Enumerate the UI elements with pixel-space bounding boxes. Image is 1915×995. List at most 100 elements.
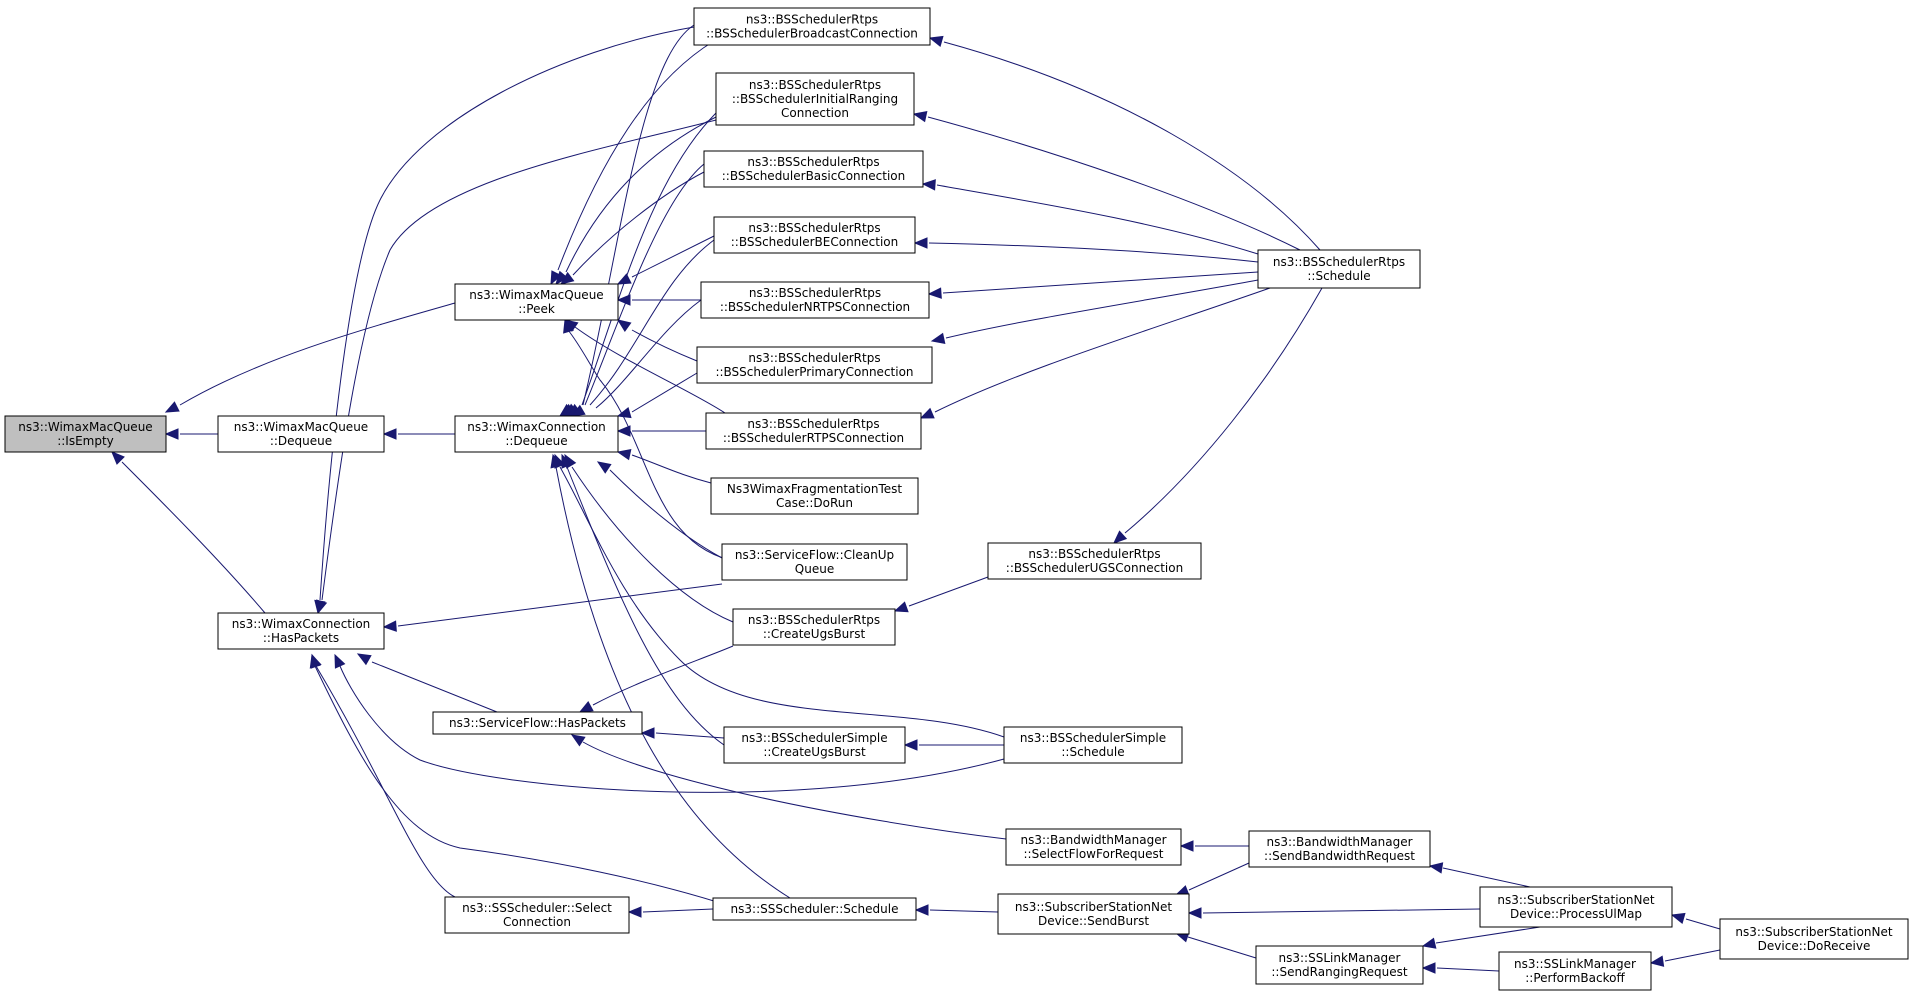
call-edge (584, 163, 705, 406)
arrowhead (382, 428, 397, 440)
node-bs-primary[interactable]: ns3::BSSchedulerRtps::BSSchedulerPrimary… (696, 346, 933, 384)
node-label: Connection (503, 915, 571, 929)
node-ssl-ranging[interactable]: ns3::SSLinkManager::SendRangingRequest (1255, 945, 1424, 985)
call-edge (945, 279, 1259, 339)
arrowhead (616, 425, 631, 437)
node-label: ::PerformBackoff (1525, 971, 1625, 985)
node-macq-dequeue[interactable]: ns3::WimaxMacQueue::Dequeue (217, 415, 385, 453)
call-edge (314, 665, 734, 908)
arrowhead (914, 904, 929, 916)
node-box (1003, 726, 1183, 764)
node-label: ::BSSchedulerPrimaryConnection (715, 365, 913, 379)
node-label: ns3::ServiceFlow::CleanUp (735, 548, 894, 562)
call-edge (339, 665, 1005, 793)
call-edge (571, 466, 734, 623)
node-label: ::CreateUgsBurst (763, 627, 866, 641)
call-edge (319, 26, 695, 601)
node-bs-rtps[interactable]: ns3::BSSchedulerRtps::BSSchedulerRTPSCon… (705, 412, 922, 450)
node-bs-broadcast[interactable]: ns3::BSSchedulerRtps::BSSchedulerBroadca… (693, 7, 931, 46)
call-edge (934, 287, 1271, 413)
node-haspackets[interactable]: ns3::WimaxConnection::HasPackets (217, 612, 385, 650)
node-ss-receive[interactable]: ns3::SubscriberStationNetDevice::DoRecei… (1719, 918, 1909, 960)
arrowhead (616, 273, 632, 285)
node-label: ::SelectFlowForRequest (1024, 847, 1164, 861)
node-label: ns3::BSSchedulerRtps (748, 613, 880, 627)
call-edge (631, 329, 698, 362)
node-peek[interactable]: ns3::WimaxMacQueue::Peek (454, 283, 619, 321)
call-edge (592, 645, 734, 706)
node-isempty[interactable]: ns3::WimaxMacQueue::IsEmpty (4, 415, 167, 453)
call-edge (908, 576, 989, 607)
node-label: ns3::WimaxConnection (232, 617, 371, 631)
node-bw-sendreq[interactable]: ns3::BandwidthManager::SendBandwidthRequ… (1248, 830, 1431, 868)
arrowhead (919, 407, 935, 419)
call-edge (1435, 926, 1541, 944)
call-edge (179, 302, 456, 406)
arrowhead (1113, 530, 1128, 544)
call-edge (927, 116, 1301, 251)
call-edge (929, 909, 999, 913)
call-edge (566, 466, 725, 746)
arrowhead (903, 739, 918, 751)
arrowhead (570, 734, 586, 747)
node-conn-dequeue[interactable]: ns3::WimaxConnection::Dequeue (454, 415, 619, 453)
node-bs-ugsconn[interactable]: ns3::BSSchedulerRtps::BSSchedulerUGSConn… (987, 542, 1202, 580)
arrowhead (927, 287, 942, 299)
call-edge (943, 41, 1321, 251)
node-bs-initial[interactable]: ns3::BSSchedulerRtps::BSSchedulerInitial… (715, 72, 915, 126)
arrowhead (164, 401, 180, 413)
node-box (997, 893, 1190, 935)
node-label: ns3::BSSchedulerSimple (741, 731, 887, 745)
node-sf-haspackets[interactable]: ns3::ServiceFlow::HasPackets (432, 711, 643, 735)
node-box (217, 612, 385, 650)
node-ssl-backoff[interactable]: ns3::SSLinkManager::PerformBackoff (1498, 951, 1652, 991)
node-simple-ugsburst[interactable]: ns3::BSSchedulerSimple::CreateUgsBurst (723, 726, 906, 764)
node-bw-select[interactable]: ns3::BandwidthManager::SelectFlowForRequ… (1005, 828, 1182, 866)
node-rtps-schedule[interactable]: ns3::BSSchedulerRtps::Schedule (1257, 249, 1421, 289)
node-label: ns3::ServiceFlow::HasPackets (449, 716, 626, 730)
node-box (710, 477, 919, 515)
call-edge (631, 235, 715, 278)
call-edge (371, 661, 498, 713)
node-label: ::Dequeue (270, 434, 332, 448)
node-bs-ugsburst[interactable]: ns3::BSSchedulerRtps::CreateUgsBurst (732, 608, 896, 646)
node-label: ns3::WimaxConnection (467, 420, 606, 434)
node-label: ns3::BandwidthManager (1020, 833, 1166, 847)
node-box (723, 726, 906, 764)
node-box (732, 608, 896, 646)
call-edge (315, 665, 456, 898)
node-label: ns3::WimaxMacQueue (469, 288, 603, 302)
node-ss-schedule[interactable]: ns3::SSScheduler::Schedule (712, 897, 917, 921)
node-ss-ulmap[interactable]: ns3::SubscriberStationNetDevice::Process… (1479, 886, 1673, 928)
node-box (1719, 918, 1909, 960)
arrowhead (1421, 937, 1437, 949)
call-edge (321, 119, 717, 601)
call-edge (574, 326, 726, 414)
node-label: ns3::SubscriberStationNet (1497, 893, 1654, 907)
node-ss-sendburst[interactable]: ns3::SubscriberStationNetDevice::SendBur… (997, 893, 1190, 935)
node-bs-nrtps[interactable]: ns3::BSSchedulerRtps::BSSchedulerNRTPSCo… (700, 281, 930, 319)
node-label: ns3::BSSchedulerRtps (746, 13, 878, 27)
node-bs-basic[interactable]: ns3::BSSchedulerRtps::BSSchedulerBasicCo… (703, 150, 924, 188)
node-label: ::BSSchedulerBroadcastConnection (706, 27, 918, 41)
arrowhead (921, 179, 936, 191)
arrowhead (616, 319, 632, 332)
node-box (4, 415, 167, 453)
call-edge (589, 239, 715, 406)
call-edge (655, 732, 725, 739)
arrowhead (316, 599, 328, 615)
call-edge (559, 466, 1005, 738)
node-box (1005, 828, 1182, 866)
arrowhead (164, 428, 179, 440)
node-simple-schedule[interactable]: ns3::BSSchedulerSimple::Schedule (1003, 726, 1183, 764)
call-edge (557, 40, 715, 271)
node-bs-be[interactable]: ns3::BSSchedulerRtps::BSSchedulerBEConne… (713, 216, 916, 254)
arrowhead (627, 906, 642, 918)
arrowhead (1421, 962, 1436, 974)
call-edge (928, 242, 1259, 263)
node-label: ::BSSchedulerUGSConnection (1006, 561, 1183, 575)
node-box (715, 72, 915, 126)
